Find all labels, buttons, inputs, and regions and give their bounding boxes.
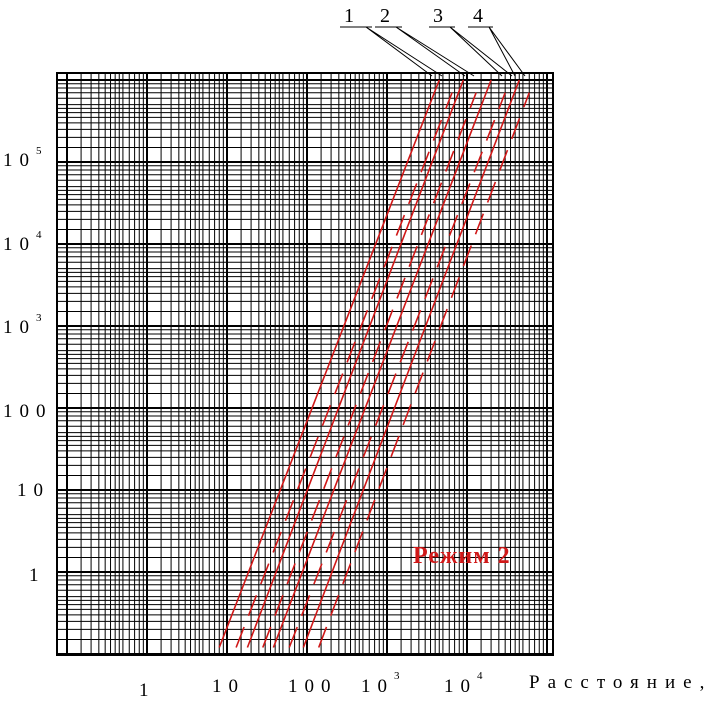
y-tick-label: 10 [17, 480, 50, 501]
curve-label-4: 4 [473, 5, 483, 27]
series-line-solid [272, 79, 492, 648]
x-tick-label: 100 [288, 676, 338, 697]
series-line-solid [302, 79, 521, 648]
x-tick-label: 104 [444, 670, 490, 697]
plot-frame [56, 72, 554, 656]
curve-label-1: 1 [344, 5, 354, 27]
curve-label-2: 2 [380, 5, 390, 27]
y-tick-label: 100 [3, 401, 53, 422]
x-tick-label: 10 [212, 676, 245, 697]
series-line-dashed [288, 92, 506, 648]
y-tick-labels: 105 104 103 100 10 1 [3, 145, 53, 586]
series-line-dashed [317, 92, 531, 648]
series-line-solid [218, 79, 441, 648]
curve-callouts: 1 2 3 4 [340, 5, 526, 77]
curve-label-3: 3 [433, 5, 443, 27]
x-tick-labels: 1 10 100 103 104 Расстояние, м [139, 670, 714, 701]
series-line-dashed [262, 92, 477, 648]
y-tick-label: 105 [3, 145, 49, 171]
x-axis-label: Расстояние, м [529, 672, 714, 693]
series-line-dashed [235, 92, 453, 648]
series-line-solid [246, 79, 465, 648]
x-tick-label: 1 [139, 680, 156, 701]
series-layer [218, 79, 531, 648]
horizontal-gridlines [57, 79, 553, 655]
x-tick-label: 103 [361, 670, 407, 697]
y-tick-label: 103 [3, 312, 49, 338]
y-tick-label: 104 [3, 229, 49, 255]
y-tick-label: 1 [29, 565, 46, 586]
mode-annotation: Режим 2 [413, 543, 511, 569]
